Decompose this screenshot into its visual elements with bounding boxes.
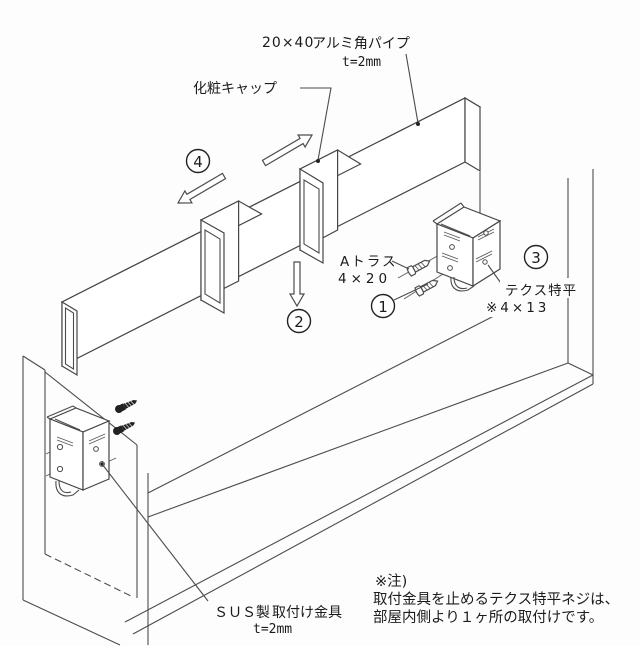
- step-marker-3: 3: [523, 244, 549, 270]
- decorative-cap-left: [199, 200, 263, 315]
- bracket-lip: [432, 202, 465, 225]
- leader-dot: [416, 122, 420, 126]
- bracket-thickness-label: t=2mm: [253, 622, 292, 637]
- bracket-material-label: ＳＵＳ製: [214, 605, 270, 621]
- tex-screw-name-label: テクス特平: [505, 283, 577, 299]
- sus-mounting-bracket: [45, 405, 117, 497]
- step-number: 2: [294, 313, 304, 331]
- screw-hole: [56, 443, 64, 451]
- labels: 20×40 アルミ角パイプ t=2mm 化粧キャップ Aトラス 4×20 テクス…: [193, 35, 619, 637]
- bracket-slots: [56, 433, 106, 447]
- bracket-slots: [441, 228, 495, 263]
- insert-arrow-down: [288, 261, 306, 308]
- step-marker-1: 1: [370, 293, 396, 319]
- step-marker-2: 2: [286, 308, 312, 334]
- step-marker-4: 4: [185, 148, 211, 174]
- step1-leader: [393, 283, 429, 301]
- screw-hole: [56, 465, 64, 473]
- tex-screw-size-label: ※4×13: [486, 300, 549, 316]
- leader-dot: [316, 159, 320, 163]
- footnote: ※注) 取付金具を止めるテクス特平ネジは、 部屋内側より１ヶ所の取付けです。: [373, 573, 619, 626]
- screw-hole: [93, 446, 99, 452]
- decorative-cap-right: [298, 149, 362, 265]
- cap-label: 化粧キャップ: [193, 81, 277, 97]
- frame-outline: [22, 169, 594, 646]
- pipe-name-label: アルミ角パイプ: [312, 36, 410, 52]
- bracket-lip: [46, 405, 77, 420]
- aluminum-square-pipe: [60, 96, 482, 377]
- sus-label-leader: [101, 463, 209, 602]
- note-line-2: 部屋内側より１ヶ所の取付けです。: [373, 609, 603, 626]
- tex-screws-dark: [113, 400, 138, 435]
- note-heading: ※注): [375, 573, 407, 590]
- bracket-hook: [450, 276, 475, 292]
- hidden-edge-dashed: [44, 553, 134, 598]
- step-number: 1: [378, 298, 388, 316]
- step-number: 4: [193, 153, 203, 171]
- truss-screw-size-label: 4×20: [338, 271, 391, 287]
- screw-hole: [483, 230, 489, 236]
- step-number: 3: [531, 249, 541, 267]
- cap-label-leader: [300, 87, 332, 161]
- slide-arrow-down-left: [176, 172, 227, 204]
- truss-label-leader: [391, 260, 410, 270]
- right-mounting-bracket: [397, 202, 502, 300]
- screw-hole: [447, 265, 453, 271]
- pipe-thickness-label: t=2mm: [342, 55, 381, 70]
- bracket-name-label: 取付け金具: [272, 605, 342, 621]
- label-knockout: [482, 298, 562, 317]
- truss-screw-name-label: Aトラス: [340, 254, 397, 270]
- pipe-label-leader: [405, 53, 419, 124]
- pipe-size-label: 20×40: [262, 35, 314, 51]
- leader-lines: [100, 53, 504, 602]
- screw-hole: [449, 244, 455, 250]
- note-line-1: 取付金具を止めるテクス特平ネジは、: [373, 591, 619, 608]
- tex-screw-hole: [482, 259, 488, 265]
- pipe-wall-thickness: [64, 307, 75, 370]
- truss-screws: [406, 259, 439, 297]
- leader-dot: [100, 462, 104, 466]
- label-knockout: [500, 278, 574, 298]
- slide-arrow-up-right: [261, 134, 314, 167]
- bracket-hook: [55, 480, 80, 497]
